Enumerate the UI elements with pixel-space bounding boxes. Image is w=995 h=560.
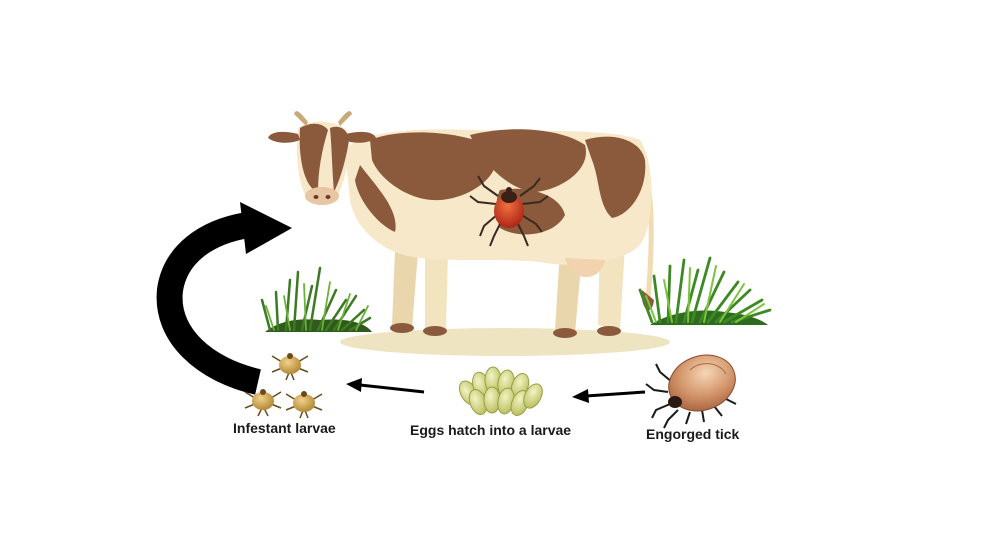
cow-illustration	[268, 111, 654, 338]
label-eggs-hatch: Eggs hatch into a larvae	[410, 422, 572, 438]
ground-shadow	[340, 328, 670, 356]
grass-left	[260, 266, 372, 332]
eggs-cluster-icon	[459, 366, 543, 416]
arrow-eggs-to-larvae	[346, 378, 425, 394]
label-engorged-tick: Engorged tick	[646, 426, 740, 442]
infestant-larvae-icon	[244, 353, 323, 419]
cycle-return-arrow	[156, 202, 292, 395]
label-infestant-larvae: Infestant larvae	[233, 420, 336, 436]
arrow-engorged-to-eggs	[572, 389, 646, 403]
tick-on-cow-icon	[469, 175, 549, 247]
grass-right	[638, 256, 772, 325]
engorged-tick-icon	[645, 354, 737, 429]
